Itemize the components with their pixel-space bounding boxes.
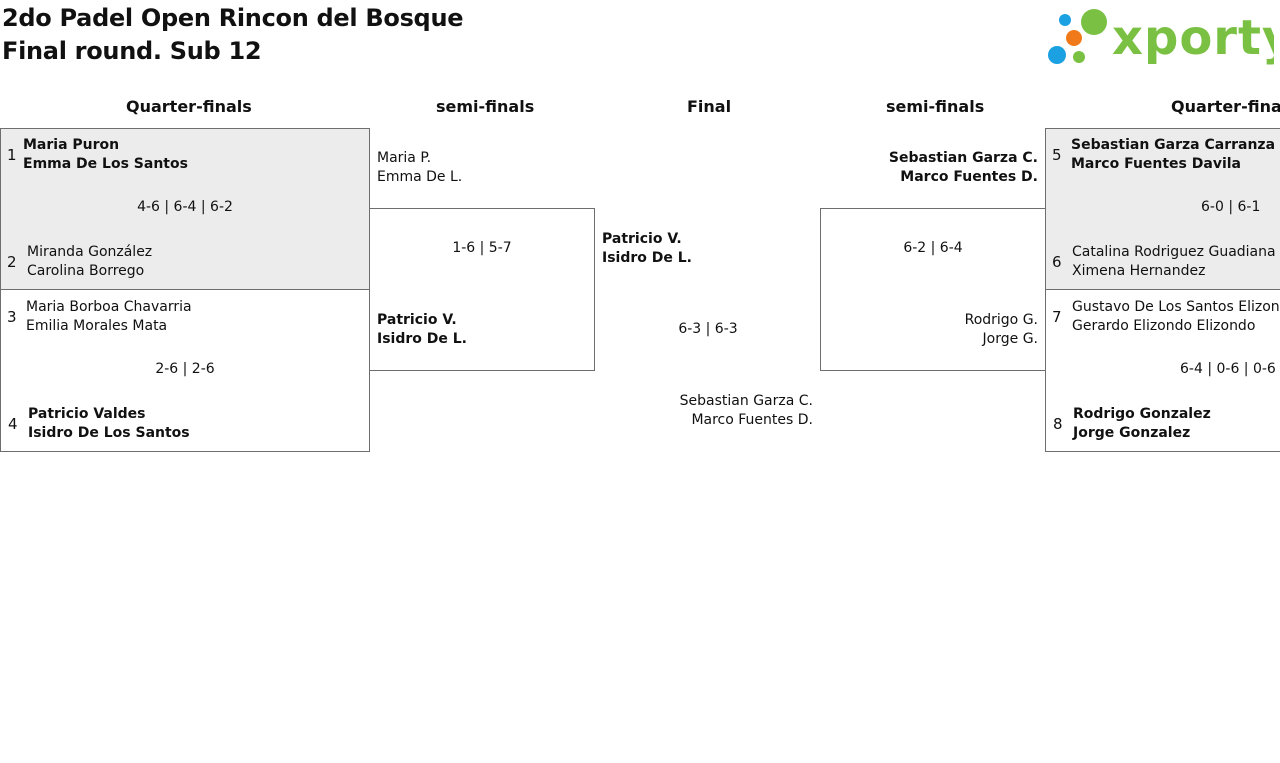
team-winner[interactable]: Rodrigo Gonzalez Jorge Gonzalez	[1073, 405, 1211, 443]
player-name: Patricio V.	[377, 312, 457, 328]
seed-number: 5	[1052, 146, 1062, 164]
xporty-logo-graphic: xporty	[1048, 9, 1280, 66]
round-label-left-quarterfinals: Quarter-finals	[126, 97, 252, 116]
seed-number: 7	[1052, 308, 1062, 326]
player-name: Sebastian Garza C.	[679, 393, 813, 409]
player-name: Sebastian Garza C.	[888, 150, 1038, 166]
team-loser[interactable]: Maria Borboa Chavarria Emilia Morales Ma…	[26, 298, 192, 336]
player-name: Sebastian Garza Carranza	[1071, 137, 1276, 153]
seed-number: 3	[7, 308, 17, 326]
player-name: Isidro De Los Santos	[28, 425, 190, 441]
seed-number: 8	[1053, 415, 1063, 433]
left-semifinal-team-top[interactable]: Maria P. Emma De L.	[377, 149, 462, 187]
player-name: Patricio V.	[602, 231, 682, 247]
final-team-top[interactable]: Patricio V. Isidro De L.	[602, 230, 692, 268]
logo-blue-dot-large	[1048, 46, 1066, 64]
player-name: Catalina Rodriguez Guadiana	[1072, 244, 1276, 260]
match-score: 6-0 | 6-1	[1201, 199, 1261, 215]
round-label-final: Final	[687, 97, 732, 116]
player-name: Gustavo De Los Santos Elizondo	[1072, 299, 1280, 315]
player-name: Ximena Hernandez	[1072, 263, 1206, 279]
seed-number: 6	[1052, 253, 1062, 271]
right-semifinal-team-top[interactable]: Sebastian Garza C. Marco Fuentes D.	[820, 149, 1038, 187]
player-name: Maria Puron	[23, 137, 120, 153]
player-name: Rodrigo G.	[964, 312, 1038, 328]
right-semifinal-team-bottom[interactable]: Rodrigo G. Jorge G.	[820, 311, 1038, 349]
left-semifinal-bracket[interactable]	[369, 208, 595, 371]
player-name: Isidro De L.	[602, 250, 692, 266]
player-name: Jorge G.	[982, 331, 1038, 347]
match-score: 6-2 | 6-4	[903, 240, 963, 256]
round-label-left-semifinals: semi-finals	[436, 97, 535, 116]
player-name: Gerardo Elizondo Elizondo	[1072, 318, 1256, 334]
team-loser[interactable]: Gustavo De Los Santos Elizondo Gerardo E…	[1072, 298, 1280, 336]
left-quarterfinal-match-1[interactable]	[0, 128, 370, 290]
final-team-bottom[interactable]: Sebastian Garza C. Marco Fuentes D.	[595, 392, 813, 430]
match-score: 2-6 | 2-6	[155, 361, 215, 377]
player-name: Carolina Borrego	[27, 263, 145, 279]
player-name: Jorge Gonzalez	[1073, 425, 1191, 441]
match-score: 4-6 | 6-4 | 6-2	[137, 199, 233, 215]
final-score: 6-3 | 6-3	[678, 321, 738, 337]
player-name: Rodrigo Gonzalez	[1073, 406, 1211, 422]
right-quarterfinal-match-2[interactable]	[1045, 289, 1280, 452]
player-name: Patricio Valdes	[28, 406, 146, 422]
left-semifinal-team-bottom[interactable]: Patricio V. Isidro De L.	[377, 311, 467, 349]
tournament-subtitle: Final round. Sub 12	[2, 37, 262, 65]
match-score: 6-4 | 0-6 | 0-6	[1180, 361, 1276, 377]
player-name: Maria P.	[377, 150, 432, 166]
xporty-logo[interactable]: xporty	[1048, 4, 1280, 66]
seed-number: 4	[8, 415, 18, 433]
player-name: Maria Borboa Chavarria	[26, 299, 192, 315]
logo-orange-dot	[1066, 30, 1082, 46]
team-winner[interactable]: Sebastian Garza Carranza Marco Fuentes D…	[1071, 136, 1275, 174]
team-loser[interactable]: Catalina Rodriguez Guadiana Ximena Herna…	[1072, 243, 1276, 281]
round-label-right-semifinals: semi-finals	[886, 97, 985, 116]
player-name: Miranda González	[27, 244, 153, 260]
player-name: Emma De L.	[377, 169, 463, 185]
player-name: Marco Fuentes D.	[691, 412, 813, 428]
logo-wordmark: xporty	[1112, 10, 1274, 66]
seed-number: 1	[7, 146, 17, 164]
tournament-title: 2do Padel Open Rincon del Bosque	[2, 4, 464, 32]
round-label-right-quarterfinals: Quarter-finals	[1171, 97, 1280, 116]
player-name: Emilia Morales Mata	[26, 318, 168, 334]
logo-green-dot-small	[1073, 51, 1085, 63]
seed-number: 2	[7, 253, 17, 271]
team-winner[interactable]: Patricio Valdes Isidro De Los Santos	[28, 405, 190, 443]
team-winner[interactable]: Maria Puron Emma De Los Santos	[23, 136, 188, 174]
player-name: Emma De Los Santos	[23, 156, 188, 172]
match-score: 1-6 | 5-7	[452, 240, 512, 256]
right-semifinal-bracket[interactable]	[820, 208, 1046, 371]
player-name: Marco Fuentes Davila	[1071, 156, 1242, 172]
team-loser[interactable]: Miranda González Carolina Borrego	[27, 243, 152, 281]
logo-green-dot-large	[1081, 9, 1107, 35]
player-name: Isidro De L.	[377, 331, 467, 347]
player-name: Marco Fuentes D.	[900, 169, 1038, 185]
logo-blue-dot-small	[1059, 14, 1071, 26]
